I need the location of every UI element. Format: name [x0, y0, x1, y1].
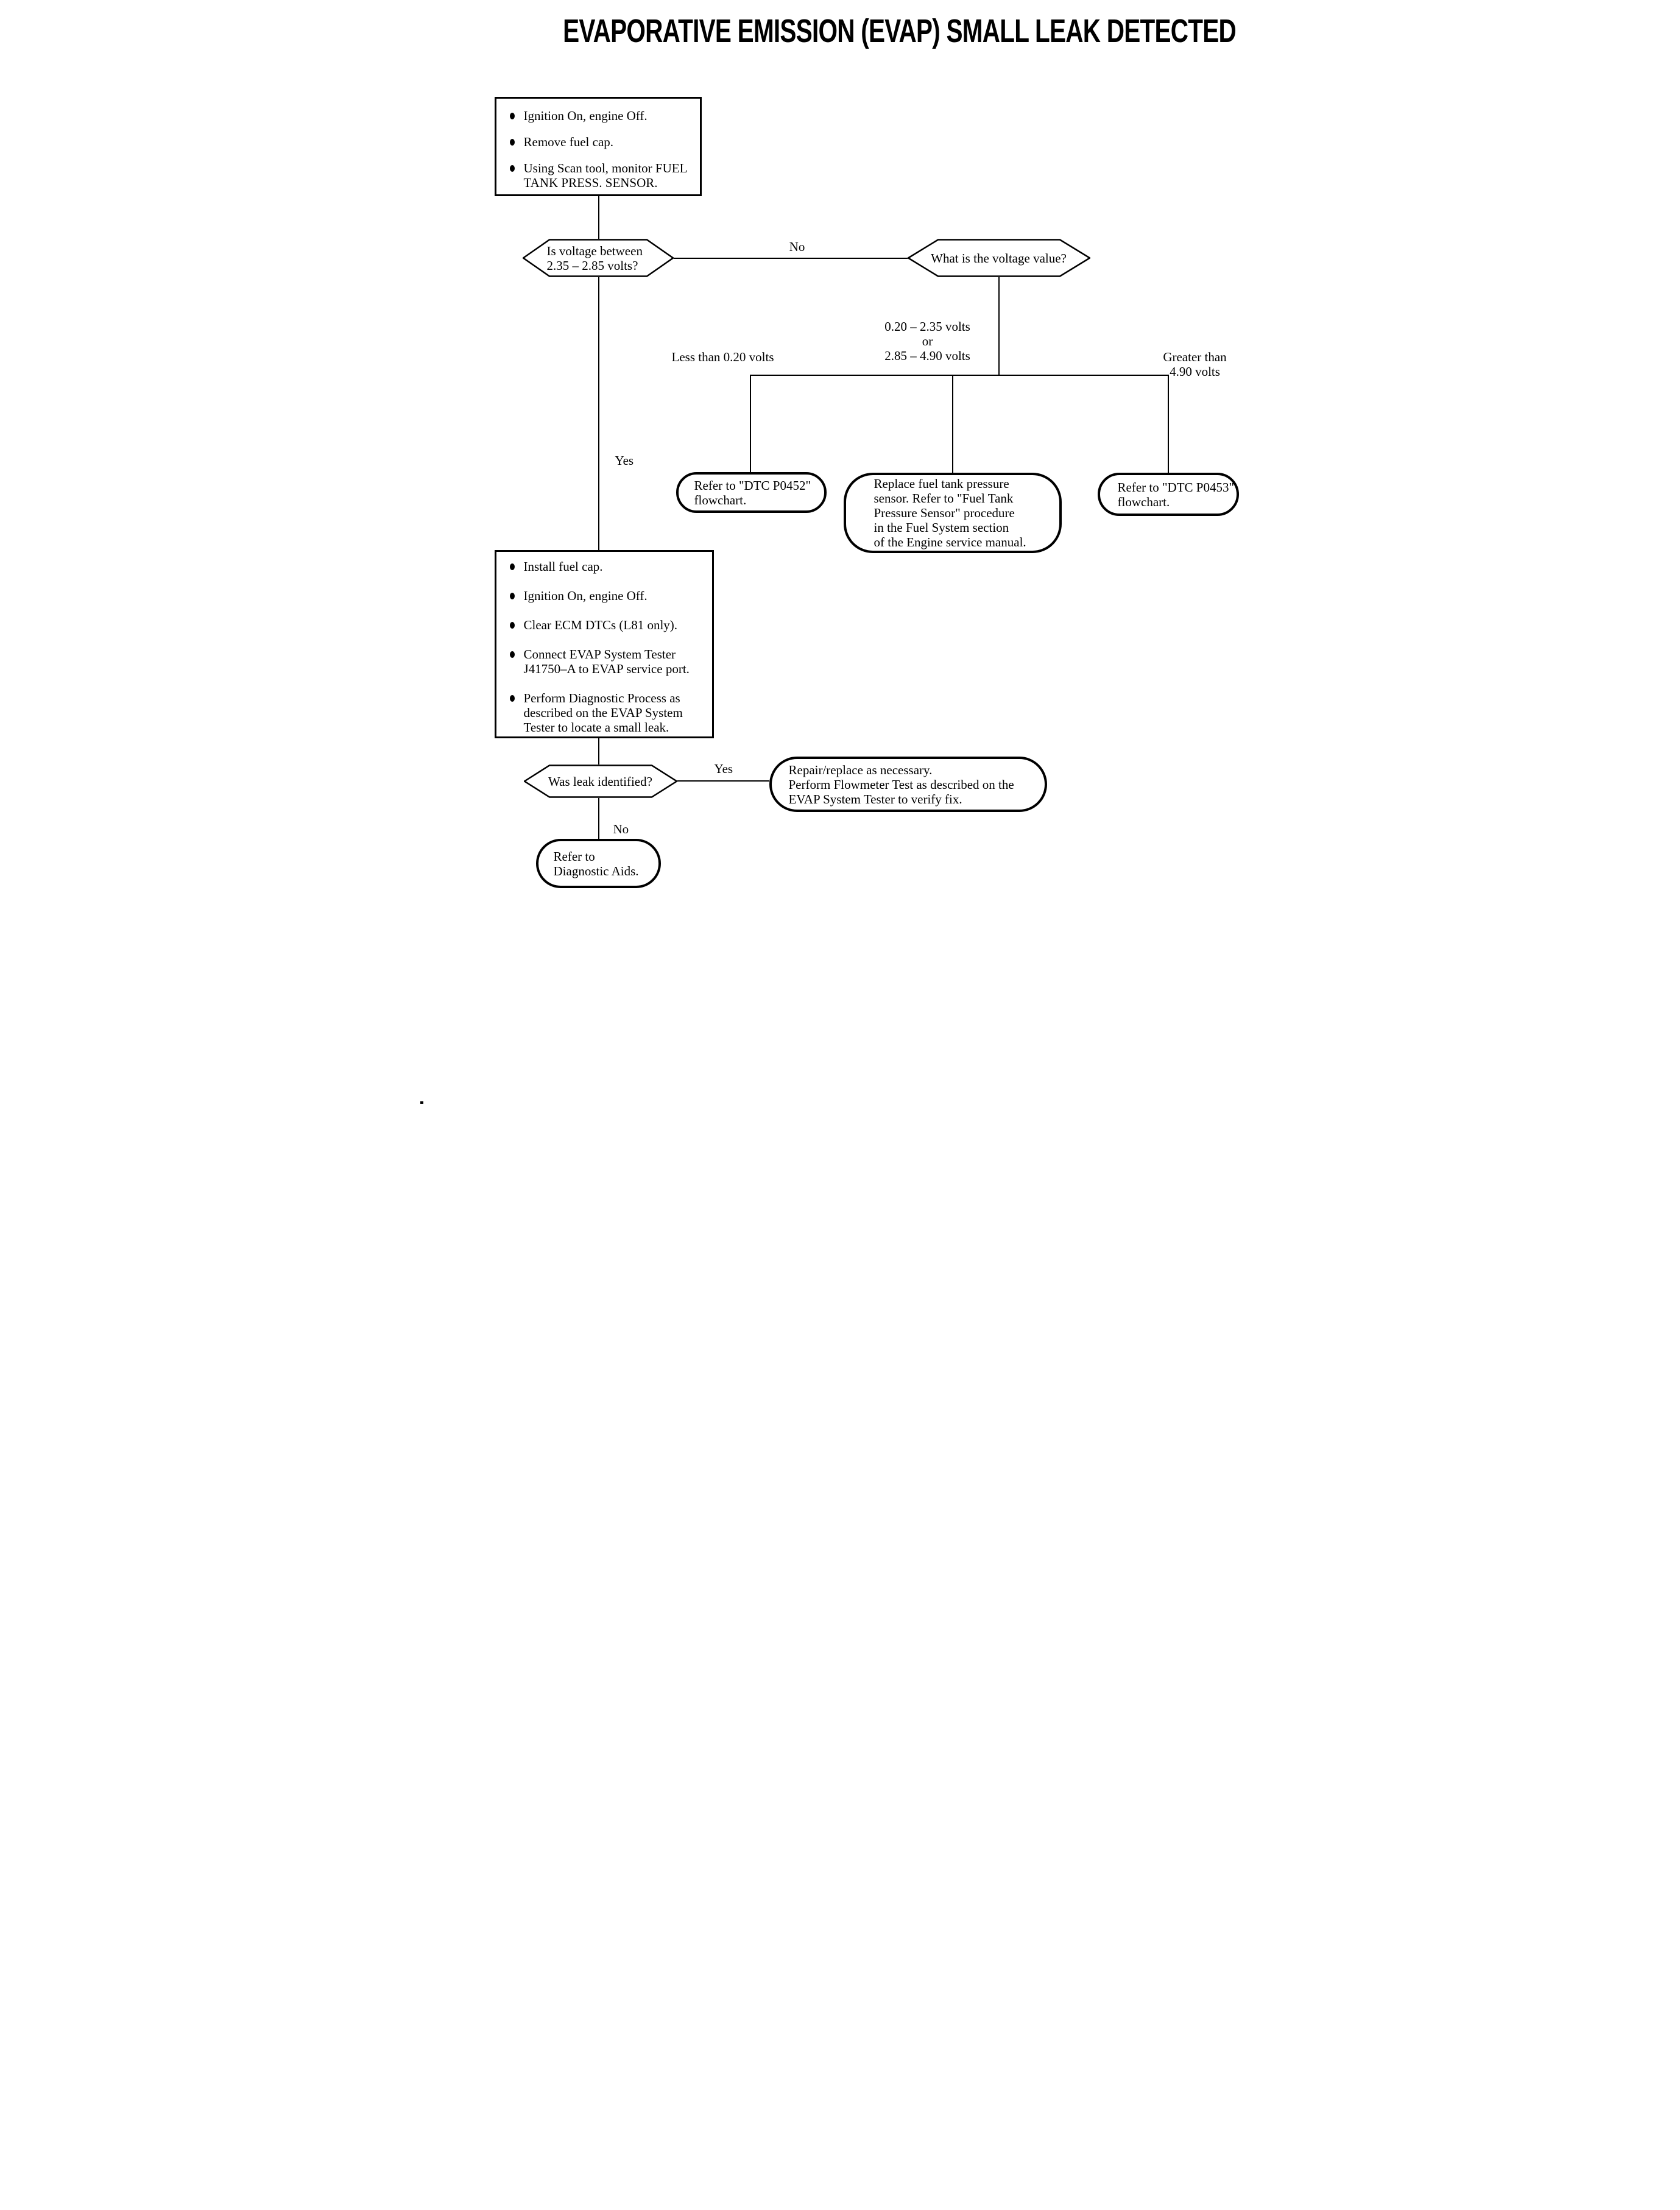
edge-label-yes: Yes: [615, 453, 634, 468]
list-item-text: Connect EVAP System Tester J41750–A to E…: [523, 647, 690, 676]
hexagon-shape: [523, 764, 677, 798]
list-item: Install fuel cap.: [509, 559, 707, 574]
list-item-text: Using Scan tool, monitor FUEL TANK PRESS…: [523, 161, 688, 190]
list-item: Ignition On, engine Off.: [509, 108, 695, 123]
list-item: Ignition On, engine Off.: [509, 588, 707, 603]
scan-artifact: [420, 1101, 423, 1104]
list-item: Remove fuel cap.: [509, 135, 695, 149]
connector-start-to-decision1: [598, 196, 599, 239]
decision-voltage-range-text: Is voltage between 2.35 – 2.85 volts?: [546, 243, 643, 273]
bullet-icon: [509, 695, 515, 702]
action-replace-sensor: Replace fuel tank pressure sensor. Refer…: [843, 473, 1062, 553]
page-title: EVAPORATIVE EMISSION (EVAP) SMALL LEAK D…: [562, 13, 1237, 49]
list-item: Perform Diagnostic Process as described …: [509, 691, 707, 735]
list-item-text: Perform Diagnostic Process as described …: [523, 691, 683, 735]
action-repair-replace-text: Repair/replace as necessary. Perform Flo…: [788, 762, 1014, 807]
decision-leak-identified-text: Was leak identified?: [548, 774, 652, 789]
connector-branch-low: [749, 375, 751, 473]
start-step-box: Ignition On, engine Off. Remove fuel cap…: [494, 97, 702, 196]
flowchart-page: EVAPORATIVE EMISSION (EVAP) SMALL LEAK D…: [420, 0, 1260, 1105]
branch-label-high: Greater than 4.90 volts: [1163, 350, 1227, 379]
action-dtc-p0453-text: Refer to "DTC P0453" flowchart.: [1117, 479, 1235, 509]
action-diagnostic-aids: Refer to Diagnostic Aids.: [535, 839, 661, 888]
connector-yes-decision3-to-repair: [677, 780, 769, 782]
action-repair-replace: Repair/replace as necessary. Perform Flo…: [769, 757, 1047, 812]
list-item: Connect EVAP System Tester J41750–A to E…: [509, 647, 707, 676]
connector-branch-high: [1167, 375, 1169, 473]
list-item: Clear ECM DTCs (L81 only).: [509, 618, 707, 632]
action-replace-sensor-text: Replace fuel tank pressure sensor. Refer…: [874, 476, 1026, 549]
list-item-text: Clear ECM DTCs (L81 only).: [523, 618, 678, 632]
bullet-icon: [509, 622, 515, 629]
branch-label-mid: 0.20 – 2.35 volts or 2.85 – 4.90 volts: [884, 319, 970, 363]
bullet-icon: [509, 563, 515, 570]
test-step-box: Install fuel cap. Ignition On, engine Of…: [494, 550, 714, 738]
bullet-icon: [509, 113, 515, 119]
action-dtc-p0452: Refer to "DTC P0452" flowchart.: [676, 472, 827, 513]
edge-label-no: No: [789, 239, 805, 254]
action-dtc-p0452-text: Refer to "DTC P0452" flowchart.: [694, 478, 811, 507]
connector-no-decision1-to-decision2: [673, 258, 908, 259]
decision-voltage-value: What is the voltage value?: [907, 239, 1090, 277]
decision-voltage-range: Is voltage between 2.35 – 2.85 volts?: [522, 239, 674, 277]
bullet-icon: [509, 139, 515, 146]
action-diagnostic-aids-text: Refer to Diagnostic Aids.: [553, 849, 639, 878]
hexagon-shape: [522, 239, 674, 277]
branch-label-low: Less than 0.20 volts: [671, 350, 774, 364]
list-item-text: Ignition On, engine Off.: [523, 588, 648, 603]
connector-branch-mid: [951, 375, 953, 473]
connector-decision2-down: [998, 277, 1000, 376]
decision-voltage-value-text: What is the voltage value?: [931, 250, 1067, 266]
connector-test-to-decision3: [598, 738, 599, 764]
list-item: Using Scan tool, monitor FUEL TANK PRESS…: [509, 161, 695, 190]
bullet-icon: [509, 165, 515, 172]
edge-label-no: No: [613, 822, 629, 836]
connector-branch-horizontal: [749, 375, 1169, 376]
hexagon-shape: [907, 239, 1090, 277]
connector-no-decision3-to-aids: [598, 798, 599, 839]
action-dtc-p0453: Refer to "DTC P0453" flowchart.: [1097, 473, 1239, 516]
list-item-text: Remove fuel cap.: [523, 135, 614, 149]
list-item-text: Ignition On, engine Off.: [523, 108, 648, 123]
connector-yes-decision1-to-test: [598, 277, 599, 550]
decision-leak-identified: Was leak identified?: [523, 764, 677, 798]
edge-label-yes: Yes: [714, 761, 733, 776]
list-item-text: Install fuel cap.: [523, 559, 603, 574]
bullet-icon: [509, 651, 515, 658]
bullet-icon: [509, 593, 515, 599]
